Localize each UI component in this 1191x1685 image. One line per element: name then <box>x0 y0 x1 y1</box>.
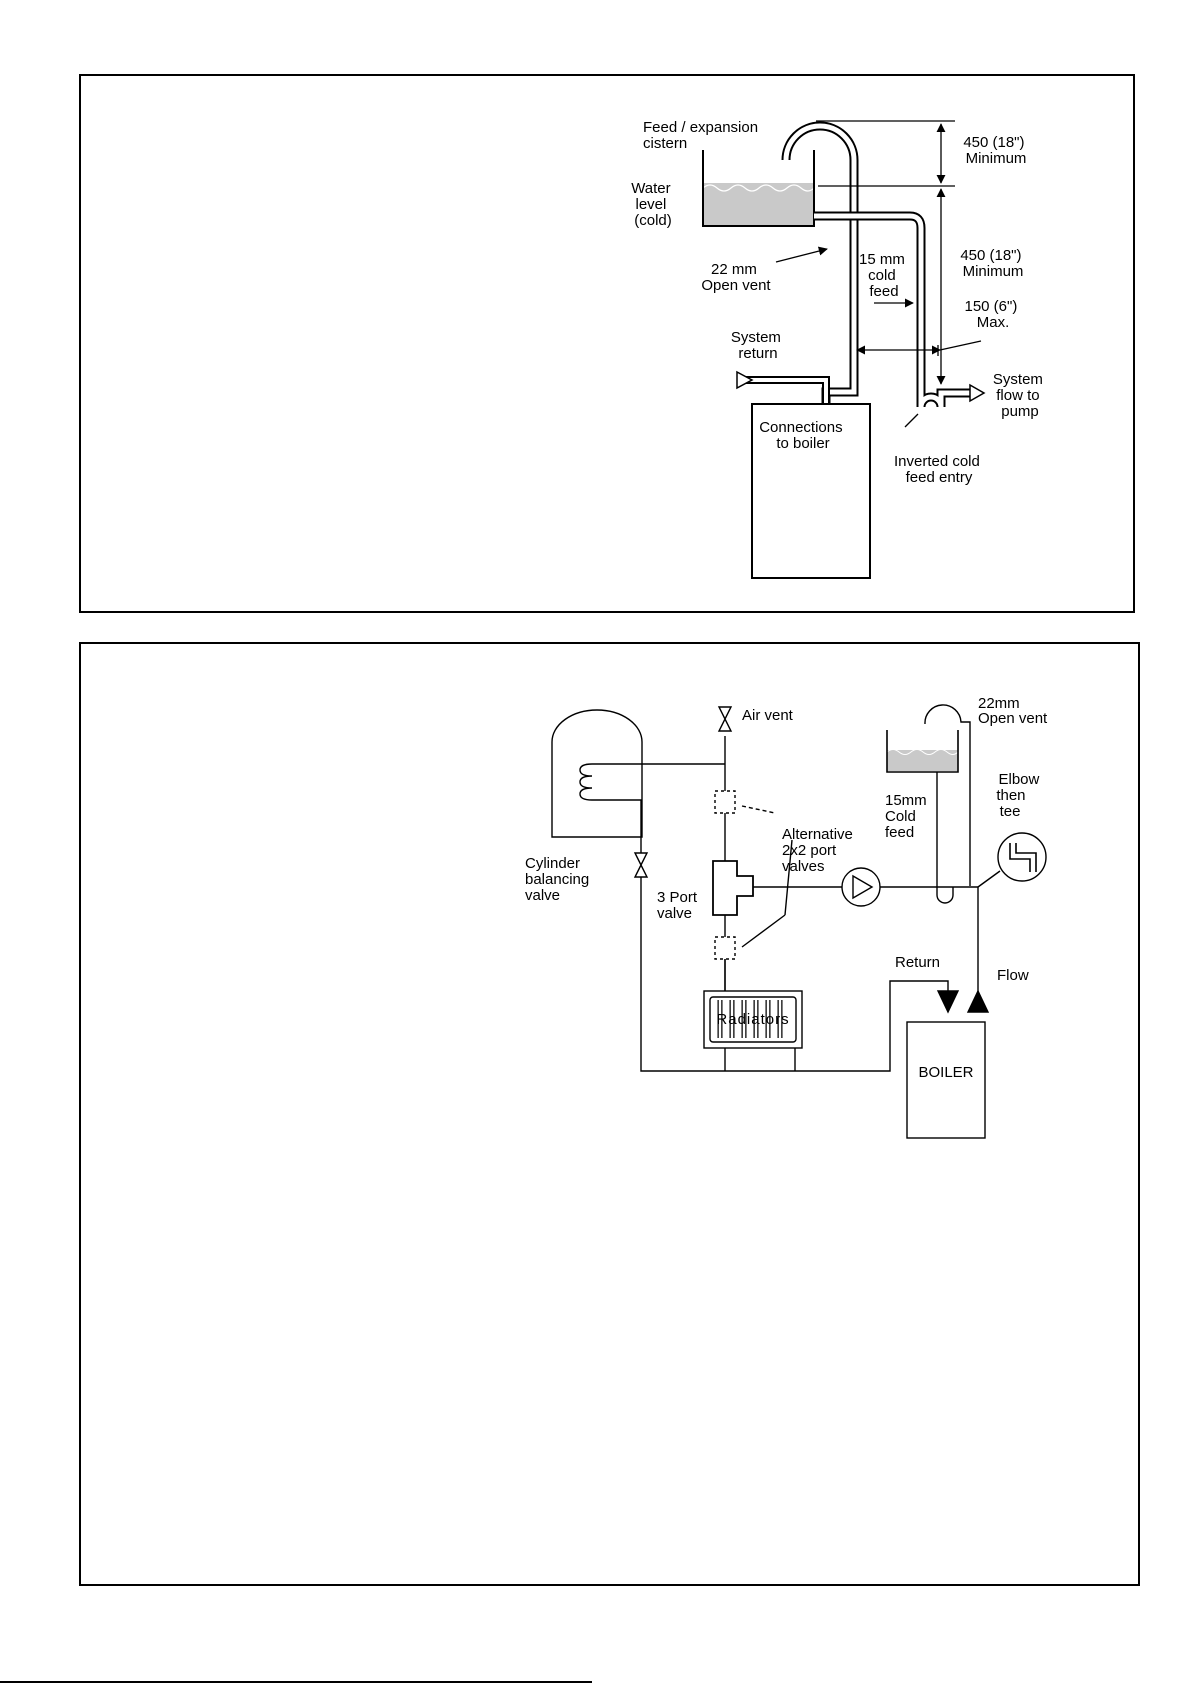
alt-2port-valve-upper <box>714 790 736 814</box>
radiators-label: Radiators <box>716 1011 789 1028</box>
alt-valves-label: Alternative 2x2 port valves <box>782 826 857 875</box>
cold-feed-label: 15 mm cold feed <box>859 251 909 300</box>
open-vent-pipe <box>781 121 859 410</box>
hot-water-cylinder <box>551 709 643 838</box>
cold-feed-fig2 <box>936 772 954 904</box>
feed-cistern-fig2 <box>886 730 959 773</box>
dim-max-label: 150 (6") Max. <box>964 298 1021 331</box>
figure-2-diagram <box>551 704 1047 1139</box>
figure-1-diagram: Feed / expansion cistern Water level (co… <box>631 119 1047 579</box>
cold-feed-label-fig2: 15mm Cold feed <box>885 792 931 841</box>
air-vent-valve-icon <box>717 706 733 732</box>
radiators-icon <box>703 990 803 1049</box>
system-return-label: System return <box>731 329 785 362</box>
elbow-tee-label: Elbow then tee <box>996 771 1043 820</box>
return-arrow-icon <box>736 370 754 390</box>
balancing-valve-icon <box>633 852 649 878</box>
elbow-tee-callout-icon <box>997 832 1047 882</box>
dimension-lines <box>775 120 982 428</box>
alt-2port-valve-lower <box>714 936 736 960</box>
return-arrow-fig2 <box>936 990 960 1014</box>
boiler-label: BOILER <box>918 1064 973 1081</box>
cistern-label: Feed / expansion cistern <box>643 119 762 152</box>
figure-1-panel <box>79 74 1135 613</box>
flow-arrow-icon <box>969 383 986 403</box>
return-label: Return <box>895 954 940 971</box>
3-port-valve-icon <box>712 860 754 916</box>
port-valve-label: 3 Port valve <box>657 889 701 922</box>
open-vent-fig2 <box>924 704 971 886</box>
flow-arrow-fig2 <box>966 989 990 1013</box>
inverted-cold-feed-label: Inverted cold feed entry <box>894 453 984 486</box>
dim-upper-label: 450 (18") Minimum <box>963 134 1028 167</box>
system-flow-label: System flow to pump <box>993 371 1047 420</box>
system-return-pipe <box>736 370 830 405</box>
boiler-box <box>751 403 871 579</box>
air-vent-label: Air vent <box>742 707 794 724</box>
boiler-fig2 <box>906 1021 986 1139</box>
feed-expansion-cistern <box>702 150 815 227</box>
footer-rule <box>0 1681 592 1683</box>
figure-2-labels: Air vent 22mm Open vent Elbow then tee A… <box>525 695 1048 1081</box>
cylinder-valve-label: Cylinder balancing valve <box>525 855 593 904</box>
open-vent-label-fig2: 22mm Open vent <box>978 695 1048 727</box>
cold-feed-pipe <box>814 211 970 408</box>
water-level-label: Water level (cold) <box>631 180 675 229</box>
dim-lower-label: 450 (18") Minimum <box>960 247 1025 280</box>
open-vent-label: 22 mm Open vent <box>701 261 771 294</box>
boiler-connections-label: Connections to boiler <box>759 419 847 452</box>
cylinder-coil-icon <box>579 763 593 801</box>
flow-label: Flow <box>997 967 1029 984</box>
